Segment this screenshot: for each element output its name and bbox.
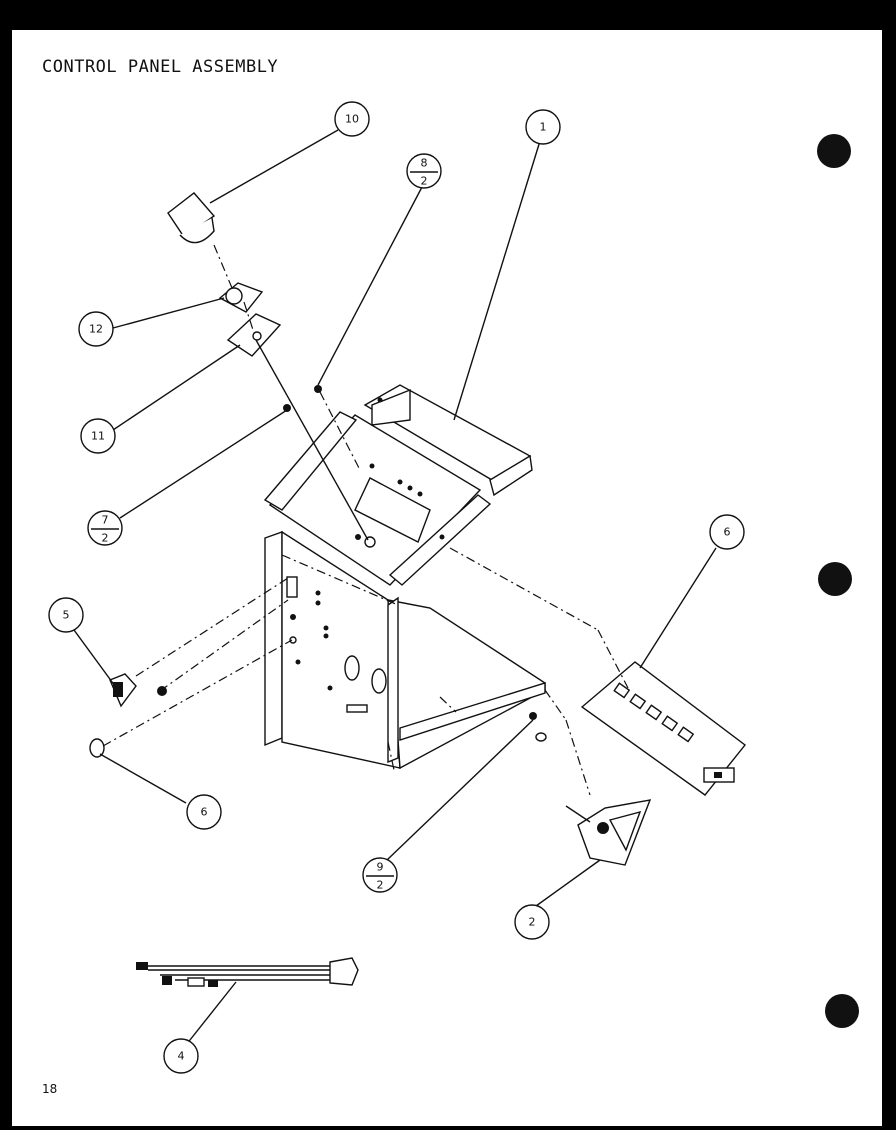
- callout-7-bottom: 2: [102, 532, 109, 545]
- callout-2: 2: [514, 904, 550, 940]
- callout-1: 1: [525, 109, 561, 145]
- washer-part-12: [218, 282, 264, 313]
- binder-hole-bottom: [825, 994, 859, 1028]
- callout-8-top: 8: [421, 157, 428, 170]
- plate-part-11: [226, 313, 282, 357]
- callout-6-grommet-label: 6: [201, 806, 208, 819]
- assembly-dashed-lines: [102, 244, 629, 796]
- callout-8-bottom: 2: [421, 175, 428, 188]
- callout-4: 4: [163, 1038, 199, 1074]
- callout-11-label: 11: [91, 430, 105, 443]
- binder-hole-top: [817, 134, 851, 168]
- callout-7-2: 7 2: [87, 510, 123, 546]
- callout-11: 11: [80, 418, 116, 454]
- leader-lines: [73, 129, 717, 1046]
- callout-9-2: 9 2: [362, 857, 398, 893]
- page-number: 18: [42, 1082, 58, 1096]
- screw-part-9: [529, 712, 547, 742]
- rocker-switch-part-5: [109, 673, 167, 708]
- page-title: CONTROL PANEL ASSEMBLY: [42, 57, 279, 77]
- control-board-part-6: [580, 661, 746, 796]
- callout-4-label: 4: [178, 1050, 185, 1063]
- callout-1-label: 1: [540, 121, 547, 134]
- drawing-sheet: [12, 30, 882, 1126]
- callout-2-label: 2: [529, 916, 536, 929]
- binder-hole-middle: [818, 562, 852, 596]
- callout-6-grommet: 6: [186, 794, 222, 830]
- callout-10: 10: [334, 101, 370, 137]
- callout-7-top: 7: [102, 514, 109, 527]
- knob-part-10: [167, 192, 216, 244]
- callout-12: 12: [78, 311, 114, 347]
- screw-part-7: [283, 404, 291, 412]
- callout-10-label: 10: [345, 113, 359, 126]
- callout-5: 5: [48, 597, 84, 633]
- callout-6-board-label: 6: [724, 526, 731, 539]
- grommet-part-6: [89, 738, 105, 758]
- callout-12-label: 12: [89, 323, 103, 336]
- callout-9-top: 9: [377, 861, 384, 874]
- control-box-chassis: [263, 384, 546, 770]
- thermostat-part-2: [565, 799, 652, 866]
- callout-6-board: 6: [709, 514, 745, 550]
- callout-9-bottom: 2: [377, 879, 384, 892]
- callout-5-label: 5: [63, 609, 70, 622]
- callout-8-2: 8 2: [406, 153, 442, 189]
- screw-part-8: [314, 385, 322, 393]
- wire-harness-part-4: [136, 957, 359, 987]
